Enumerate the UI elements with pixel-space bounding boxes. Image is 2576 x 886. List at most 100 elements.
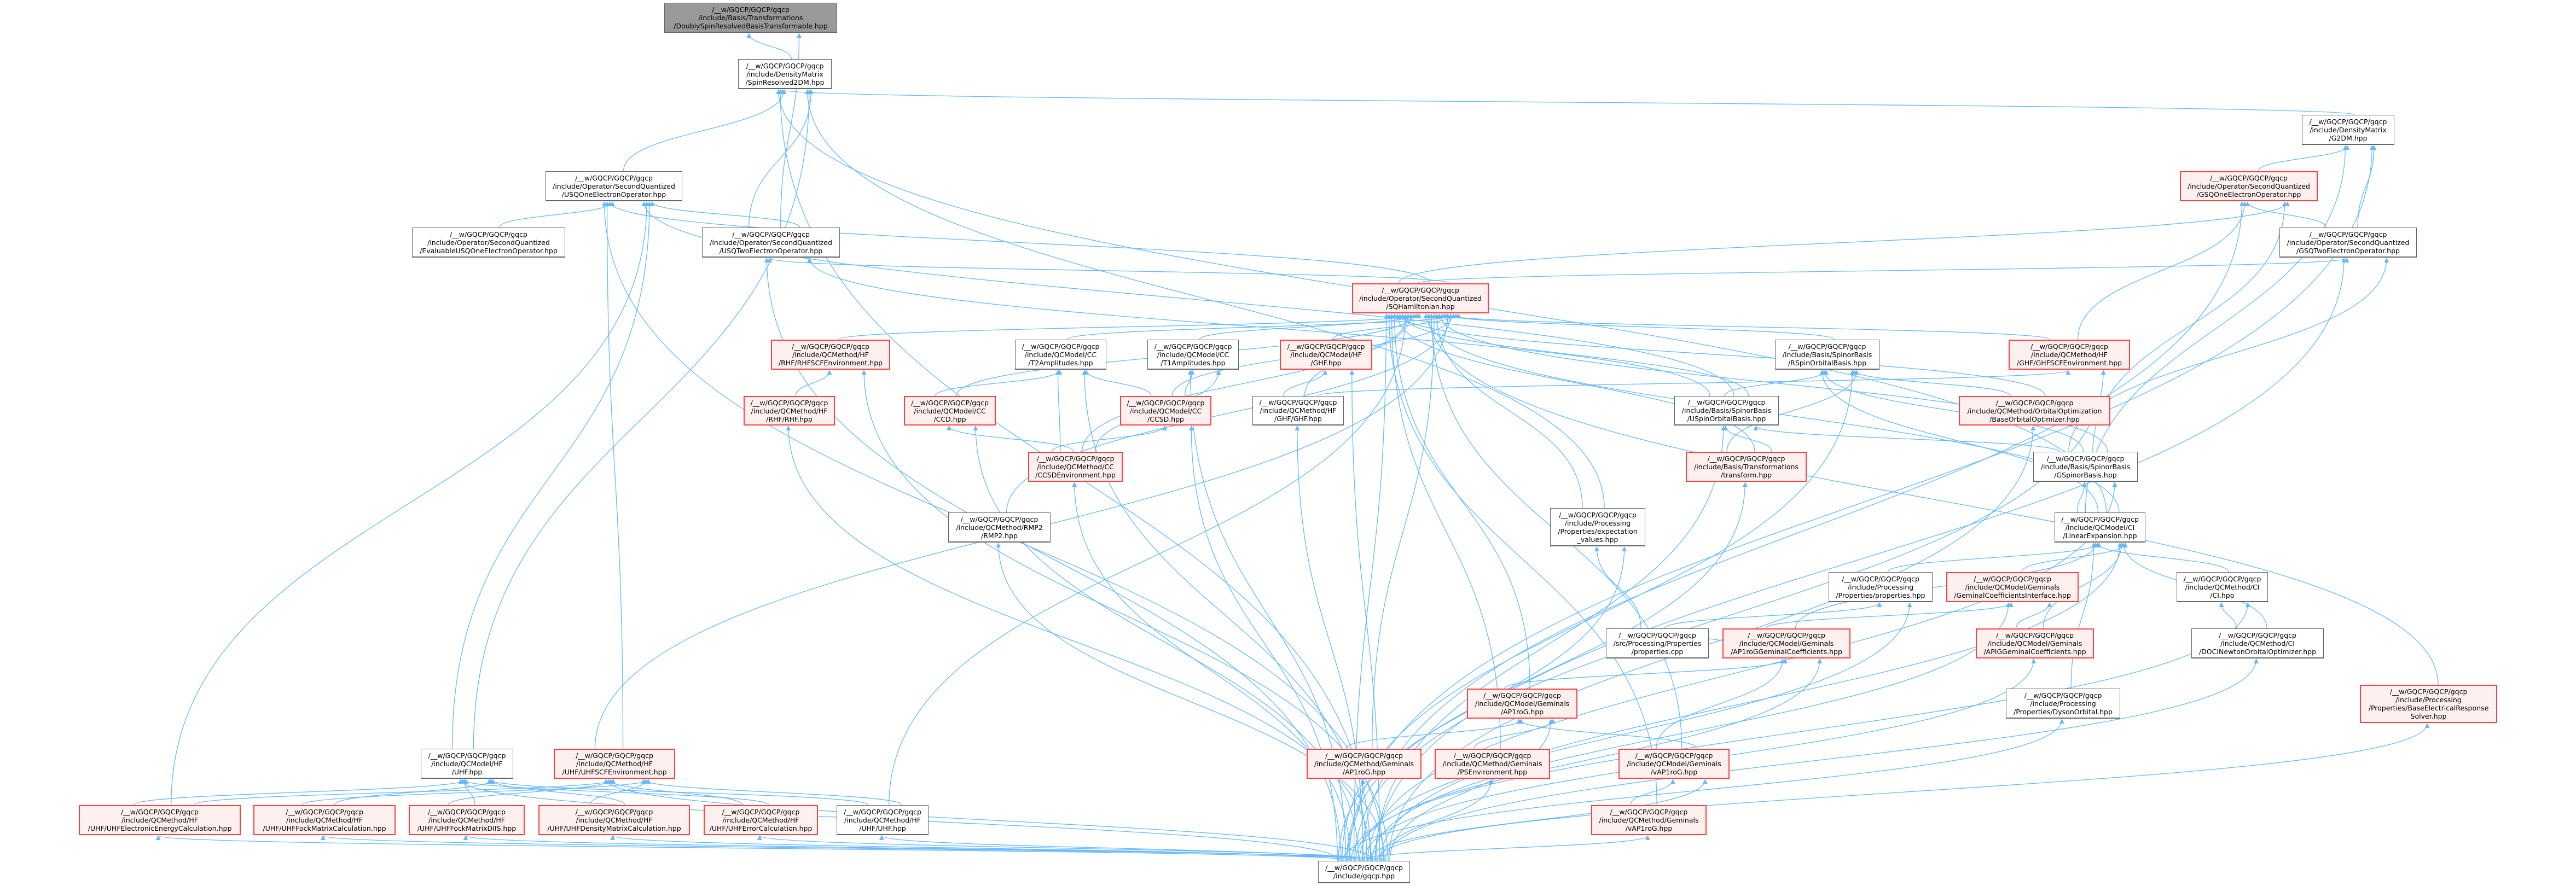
graph-node-propcpp[interactable]: /__w/GQCP/GQCP/gqcp/src/Processing/Prope… bbox=[1606, 628, 1709, 658]
graph-node-root[interactable]: /__w/GQCP/GQCP/gqcp/include/Basis/Transf… bbox=[664, 3, 837, 33]
edge-gqcp-to-ghfghf bbox=[1295, 425, 1364, 861]
node-label-line: /include/QCMethod/HF bbox=[428, 816, 505, 824]
edge-linexp-to-g2dm bbox=[2085, 145, 2348, 513]
node-label-line: /GeminalCoefficientsInterface.hpp bbox=[1954, 591, 2071, 599]
edge-ccsdenv-to-t2 bbox=[1055, 370, 1061, 452]
graph-node-sqham[interactable]: /__w/GQCP/GQCP/gqcp/include/Operator/Sec… bbox=[1352, 283, 1489, 313]
graph-node-rmp2[interactable]: /__w/GQCP/GQCP/gqcp/include/QCMethod/RMP… bbox=[948, 512, 1051, 543]
graph-node-dyson[interactable]: /__w/GQCP/GQCP/gqcp/include/Processing/P… bbox=[2006, 689, 2120, 719]
edge-gqcp-to-uhfuhf bbox=[879, 835, 1357, 861]
node-label-line: /__w/GQCP/GQCP/gqcp bbox=[1788, 342, 1866, 351]
node-label-line: /__w/GQCP/GQCP/gqcp bbox=[2389, 687, 2468, 696]
graph-node-apigcoef[interactable]: /__w/GQCP/GQCP/gqcp/include/QCModel/Gemi… bbox=[1976, 628, 2094, 658]
graph-node-ci[interactable]: /__w/GQCP/GQCP/gqcp/include/QCMethod/CI/… bbox=[2177, 572, 2268, 602]
graph-node-gemint[interactable]: /__w/GQCP/GQCP/gqcp/include/QCModel/Gemi… bbox=[1946, 572, 2079, 602]
node-label-line: /include/Processing bbox=[1847, 582, 1914, 591]
graph-node-uhffock[interactable]: /__w/GQCP/GQCP/gqcp/include/QCMethod/HF/… bbox=[253, 805, 396, 835]
node-label-line: /include/Operator/SecondQuantized bbox=[710, 238, 832, 247]
edge-uhfenergy-to-uhfmodel bbox=[133, 779, 469, 806]
graph-node-psenv[interactable]: /__w/GQCP/GQCP/gqcp/include/QCMethod/Gem… bbox=[1435, 749, 1550, 779]
graph-node-vap1rogmodel[interactable]: /__w/GQCP/GQCP/gqcp/include/QCModel/Gemi… bbox=[1618, 749, 1730, 779]
graph-node-uhfdensity[interactable]: /__w/GQCP/GQCP/gqcp/include/QCMethod/HF/… bbox=[538, 805, 690, 835]
edge-eval-to-usq1 bbox=[498, 201, 615, 228]
node-label-line: /__w/GQCP/GQCP/gqcp bbox=[1618, 631, 1696, 639]
graph-node-uhferror[interactable]: /__w/GQCP/GQCP/gqcp/include/QCMethod/HF/… bbox=[704, 805, 818, 835]
node-label-line: /Properties/properties.hpp bbox=[1836, 591, 1925, 599]
node-label-line: /GSQTwoElectronOperator.hpp bbox=[2296, 246, 2400, 255]
graph-node-uhfenergy[interactable]: /__w/GQCP/GQCP/gqcp/include/QCMethod/HF/… bbox=[79, 805, 241, 835]
edge-psenv-to-sqham bbox=[1389, 313, 1501, 749]
edge-gqcp-to-gsq2 bbox=[1374, 258, 2347, 861]
node-label-line: /include/QCModel/Geminals bbox=[1987, 639, 2082, 648]
graph-node-ccd[interactable]: /__w/GQCP/GQCP/gqcp/include/QCModel/CC/C… bbox=[904, 396, 996, 425]
graph-node-t2[interactable]: /__w/GQCP/GQCP/gqcp/include/QCModel/CC/T… bbox=[1015, 340, 1106, 370]
node-label-line: _values.hpp bbox=[1577, 535, 1618, 544]
node-label-line: /__w/GQCP/GQCP/gqcp bbox=[2046, 454, 2125, 463]
graph-node-uspin[interactable]: /__w/GQCP/GQCP/gqcp/include/Basis/Spinor… bbox=[1674, 396, 1779, 425]
node-label-line: /GHF.hpp bbox=[1310, 359, 1342, 367]
node-label-line: /include/QCMethod/HF bbox=[722, 816, 799, 824]
graph-node-uhfdiis[interactable]: /__w/GQCP/GQCP/gqcp/include/QCMethod/HF/… bbox=[409, 805, 525, 835]
edge-propcpp-to-prophpp bbox=[1664, 602, 1882, 629]
edge-linexp-to-gspinor bbox=[2076, 482, 2087, 513]
node-label-line: /__w/GQCP/GQCP/gqcp bbox=[428, 751, 506, 760]
node-label-line: /UHF/UHFElectronicEnergyCalculation.hpp bbox=[88, 824, 232, 832]
edge-gqcp-to-uhfdensity bbox=[610, 835, 1344, 861]
node-label-line: /AP1roGGeminalCoefficients.hpp bbox=[1731, 648, 1842, 656]
node-label-line: /LinearExpansion.hpp bbox=[2063, 531, 2137, 540]
graph-node-ccsd[interactable]: /__w/GQCP/GQCP/gqcp/include/QCModel/CC/C… bbox=[1120, 396, 1211, 425]
graph-node-ap1rogmodel[interactable]: /__w/GQCP/GQCP/gqcp/include/QCModel/Gemi… bbox=[1467, 689, 1577, 719]
graph-node-ghf[interactable]: /__w/GQCP/GQCP/gqcp/include/QCModel/HF/G… bbox=[1280, 340, 1372, 370]
graph-node-transform[interactable]: /__w/GQCP/GQCP/gqcp/include/Basis/Transf… bbox=[1686, 452, 1807, 482]
graph-node-baseopt[interactable]: /__w/GQCP/GQCP/gqcp/include/QCMethod/Orb… bbox=[1959, 396, 2110, 425]
graph-node-expval[interactable]: /__w/GQCP/GQCP/gqcp/include/Processing/P… bbox=[1550, 508, 1645, 546]
edge-gqcp-to-g2dm bbox=[1349, 145, 2375, 861]
node-label-line: /__w/GQCP/GQCP/gqcp bbox=[2183, 574, 2261, 583]
node-label-line: /__w/GQCP/GQCP/gqcp bbox=[1287, 342, 1365, 351]
graph-node-eval[interactable]: /__w/GQCP/GQCP/gqcp/include/Operator/Sec… bbox=[412, 228, 565, 258]
node-label-line: /T1Amplitudes.hpp bbox=[1161, 358, 1226, 367]
node-label-line: /include/Operator/SecondQuantized bbox=[2287, 238, 2410, 247]
node-label-line: /__w/GQCP/GQCP/gqcp bbox=[844, 807, 921, 816]
edge-expval-to-sqham bbox=[1434, 313, 1583, 509]
node-label-line: /__w/GQCP/GQCP/gqcp bbox=[1154, 342, 1232, 351]
graph-node-prophpp[interactable]: /__w/GQCP/GQCP/gqcp/include/Processing/P… bbox=[1829, 572, 1933, 602]
graph-node-baseelec[interactable]: /__w/GQCP/GQCP/gqcp/include/Processing/P… bbox=[2360, 685, 2497, 723]
graph-node-linexp[interactable]: /__w/GQCP/GQCP/gqcp/include/QCModel/CI/L… bbox=[2055, 512, 2145, 543]
graph-node-gspinor[interactable]: /__w/GQCP/GQCP/gqcp/include/Basis/Spinor… bbox=[2033, 452, 2138, 482]
graph-node-rhfscf[interactable]: /__w/GQCP/GQCP/gqcp/include/QCMethod/HF/… bbox=[771, 340, 890, 370]
node-label-line: /__w/GQCP/GQCP/gqcp bbox=[2309, 230, 2387, 238]
graph-node-uhfmodel[interactable]: /__w/GQCP/GQCP/gqcp/include/QCModel/HF/U… bbox=[421, 749, 513, 779]
graph-node-uhfuhf[interactable]: /__w/GQCP/GQCP/gqcp/include/QCMethod/HF/… bbox=[837, 805, 929, 835]
graph-node-t1[interactable]: /__w/GQCP/GQCP/gqcp/include/QCModel/CC/T… bbox=[1147, 340, 1239, 370]
node-label-line: /include/QCMethod/Geminals bbox=[1442, 760, 1542, 768]
graph-node-ghfghf[interactable]: /__w/GQCP/GQCP/gqcp/include/QCMethod/HF/… bbox=[1252, 396, 1344, 425]
graph-node-rspin[interactable]: /__w/GQCP/GQCP/gqcp/include/Basis/Spinor… bbox=[1775, 340, 1879, 370]
edge-expval-to-s2dm bbox=[805, 89, 1605, 509]
graph-node-ap1rogcoef[interactable]: /__w/GQCP/GQCP/gqcp/include/QCModel/Gemi… bbox=[1722, 628, 1850, 658]
node-label-line: /__w/GQCP/GQCP/gqcp bbox=[575, 173, 653, 182]
graph-node-ap1rogmethod[interactable]: /__w/GQCP/GQCP/gqcp/include/QCMethod/Gem… bbox=[1307, 749, 1422, 779]
node-label-line: /__w/GQCP/GQCP/gqcp bbox=[286, 808, 363, 816]
graph-node-rhf[interactable]: /__w/GQCP/GQCP/gqcp/include/QCMethod/HF/… bbox=[744, 396, 835, 425]
node-label-line: /include/QCMethod/HF bbox=[2031, 351, 2108, 359]
edge-gqcp-to-uhfscf bbox=[604, 779, 1374, 861]
edge-uhfenergy-to-usq1 bbox=[171, 201, 649, 806]
node-label-line: /include/Processing bbox=[2395, 696, 2462, 704]
graph-node-usq1[interactable]: /__w/GQCP/GQCP/gqcp/include/Operator/Sec… bbox=[546, 171, 682, 201]
graph-node-doci[interactable]: /__w/GQCP/GQCP/gqcp/include/QCMethod/CI/… bbox=[2191, 628, 2324, 658]
graph-node-gsq2[interactable]: /__w/GQCP/GQCP/gqcp/include/Operator/Sec… bbox=[2279, 228, 2417, 258]
edge-ghfghf-to-ghf bbox=[1283, 370, 1328, 397]
graph-node-s2dm[interactable]: /__w/GQCP/GQCP/gqcp/include/DensityMatri… bbox=[738, 59, 832, 89]
graph-node-vap1rogmethod[interactable]: /__w/GQCP/GQCP/gqcp/include/QCMethod/Gem… bbox=[1591, 805, 1707, 835]
graph-node-gqcp[interactable]: /__w/GQCP/GQCP/gqcp/include/gqcp.hpp bbox=[1318, 861, 1410, 883]
graph-node-usq2[interactable]: /__w/GQCP/GQCP/gqcp/include/Operator/Sec… bbox=[702, 228, 840, 258]
node-label-line: /UHF/UHFDensityMatrixCalculation.hpp bbox=[547, 824, 681, 832]
graph-node-uhfscf[interactable]: /__w/GQCP/GQCP/gqcp/include/QCMethod/HF/… bbox=[554, 749, 675, 779]
graph-node-gsq1[interactable]: /__w/GQCP/GQCP/gqcp/include/Operator/Sec… bbox=[2180, 171, 2318, 201]
graph-node-ghfscf[interactable]: /__w/GQCP/GQCP/gqcp/include/QCMethod/HF/… bbox=[2009, 340, 2130, 370]
graph-node-ccsdenv[interactable]: /__w/GQCP/GQCP/gqcp/include/QCMethod/CC/… bbox=[1028, 452, 1123, 482]
node-label-line: /USQOneElectronOperator.hpp bbox=[561, 190, 666, 199]
graph-node-g2dm[interactable]: /__w/GQCP/GQCP/gqcp/include/DensityMatri… bbox=[2302, 115, 2394, 145]
